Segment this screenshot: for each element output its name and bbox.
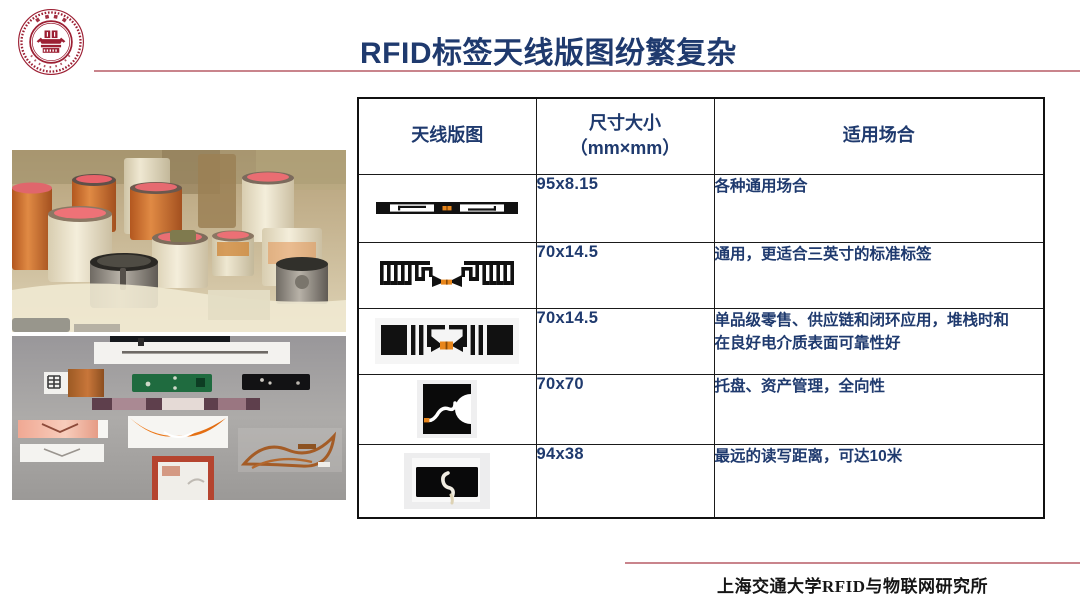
table-row: 70x14.5 单品级零售、供应链和闭环应用，堆栈时和 在良好电介质表面可靠性好 — [357, 307, 1045, 375]
antenna-usage-cell: 单品级零售、供应链和闭环应用，堆栈时和 在良好电介质表面可靠性好 — [713, 307, 1045, 375]
table-row: 70x14.5 通用，更适合三英寸的标准标签 — [357, 241, 1045, 309]
antenna-usage-line2: 在良好电介质表面可靠性好 — [714, 335, 901, 353]
square-patch-antenna-icon — [359, 375, 536, 444]
antenna-size-cell: 70x14.5 — [535, 307, 715, 375]
photo-tag-samples — [12, 336, 346, 500]
antenna-size-cell: 70x14.5 — [535, 241, 715, 309]
antenna-spec-table: 天线版图 尺寸大小 （mm×mm） 适用场合 — [357, 97, 1045, 519]
page-title: RFID标签天线版图纷繁复杂 — [360, 37, 737, 70]
broadband-pad-antenna-icon — [359, 309, 536, 374]
meander-comb-antenna-icon — [359, 243, 536, 308]
header-divider — [94, 70, 1080, 72]
column-header-usage: 适用场合 — [713, 97, 1045, 175]
dipole-antenna-slim-icon — [359, 175, 536, 242]
antenna-usage-cell: 最远的读写距离，可达10米 — [713, 443, 1045, 519]
antenna-size-cell: 94x38 — [535, 443, 715, 519]
table-row: 95x8.15 各种通用场合 — [357, 173, 1045, 243]
antenna-usage-line1: 单品级零售、供应链和闭环应用，堆栈时和 — [714, 311, 1010, 329]
antenna-layout-cell — [357, 241, 537, 309]
antenna-usage-cell: 通用，更适合三英寸的标准标签 — [713, 241, 1045, 309]
table-row: 70x70 托盘、资产管理，全向性 — [357, 373, 1045, 445]
photo-material-rolls — [12, 150, 346, 332]
column-header-layout: 天线版图 — [357, 97, 537, 175]
slide-header: RFID标签天线版图纷繁复杂 — [0, 0, 1080, 90]
footer-divider — [625, 562, 1080, 564]
table-header-row: 天线版图 尺寸大小 （mm×mm） 适用场合 — [357, 97, 1045, 175]
antenna-usage-cell: 各种通用场合 — [713, 173, 1045, 243]
table-row: 94x38 最远的读写距离，可达10米 — [357, 443, 1045, 519]
antenna-layout-cell — [357, 373, 537, 445]
antenna-usage-cell: 托盘、资产管理，全向性 — [713, 373, 1045, 445]
column-header-size: 尺寸大小 （mm×mm） — [535, 97, 715, 175]
rect-slot-patch-antenna-icon — [359, 445, 536, 518]
column-header-size-line2: （mm×mm） — [569, 138, 681, 159]
antenna-layout-cell — [357, 443, 537, 519]
antenna-size-cell: 70x70 — [535, 373, 715, 445]
footer-institute-label: 上海交通大学RFID与物联网研究所 — [716, 577, 989, 596]
antenna-layout-cell — [357, 307, 537, 375]
column-header-size-line1: 尺寸大小 — [589, 112, 661, 133]
sjtu-seal-logo — [18, 9, 84, 75]
antenna-size-cell: 95x8.15 — [535, 173, 715, 243]
antenna-layout-cell — [357, 173, 537, 243]
